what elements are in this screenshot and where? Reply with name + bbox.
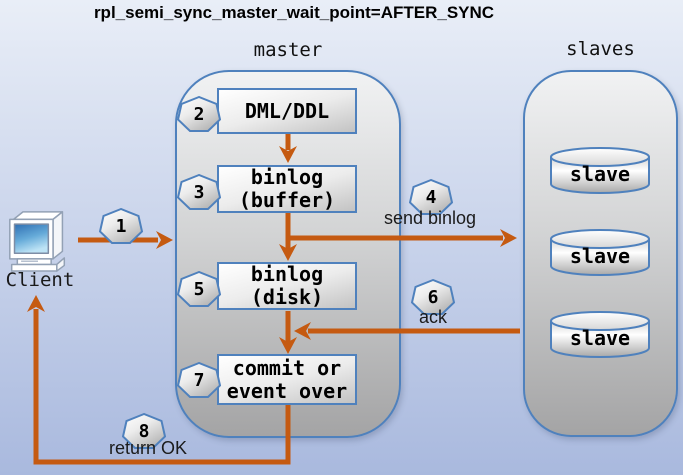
- heptagon-icon: [177, 271, 221, 307]
- return-ok-label: return OK: [108, 438, 188, 458]
- badge-number: 5: [193, 278, 205, 300]
- step-badge-2: 2: [177, 96, 221, 132]
- arrow-dml-to-binlog-buffer: [279, 134, 297, 163]
- slaves-group-label: slaves: [566, 38, 635, 60]
- slave-label: slave: [569, 326, 631, 350]
- heptagon-icon: [409, 179, 453, 215]
- step-badge-5: 5: [177, 271, 221, 307]
- slave-node-1: slave: [549, 146, 651, 196]
- slave-node-2: slave: [549, 228, 651, 278]
- send-binlog-label: send binlog: [383, 208, 477, 228]
- commit-event-over-box: commit or event over: [217, 354, 357, 405]
- flow-badge-6: 6: [411, 279, 455, 315]
- database-cylinder-icon: [550, 147, 650, 194]
- badge-number: 8: [138, 420, 150, 442]
- client-computer-icon: [9, 211, 66, 272]
- badge-number: 6: [427, 286, 439, 308]
- slave-node-3: slave: [549, 310, 651, 360]
- badge-number: 1: [115, 215, 127, 237]
- heptagon-icon: [99, 208, 143, 244]
- arrow-buffer-to-disk: [279, 213, 297, 261]
- step-badge-3: 3: [177, 174, 221, 210]
- flow-badge-8: 8: [122, 413, 166, 449]
- dml-ddl-box: DML/DDL: [217, 88, 357, 134]
- heptagon-icon: [177, 96, 221, 132]
- flow-badge-1: 1: [99, 208, 143, 244]
- flow-badge-4: 4: [409, 179, 453, 215]
- badge-number: 4: [425, 186, 437, 208]
- binlog-disk-box: binlog (disk): [217, 262, 357, 310]
- master-group-label: master: [253, 39, 323, 61]
- step-badge-7: 7: [177, 362, 221, 398]
- badge-number: 3: [193, 181, 205, 203]
- slave-label: slave: [569, 162, 631, 186]
- binlog-buffer-box: binlog (buffer): [217, 165, 357, 213]
- slave-label: slave: [569, 244, 631, 268]
- database-cylinder-icon: [550, 311, 650, 358]
- heptagon-icon: [177, 174, 221, 210]
- database-cylinder-icon: [550, 229, 650, 276]
- ack-label: ack: [418, 307, 447, 327]
- heptagon-icon: [177, 362, 221, 398]
- diagram-title: rpl_semi_sync_master_wait_point=AFTER_SY…: [93, 3, 495, 22]
- arrow-ack: [294, 322, 520, 340]
- heptagon-icon: [122, 413, 166, 449]
- client-label: Client: [5, 269, 75, 291]
- badge-number: 7: [193, 369, 205, 391]
- arrow-return-ok: [27, 295, 291, 465]
- arrow-send-binlog: [288, 229, 517, 247]
- badge-number: 2: [193, 103, 205, 125]
- arrow-disk-to-commit: [279, 311, 297, 354]
- heptagon-icon: [411, 279, 455, 315]
